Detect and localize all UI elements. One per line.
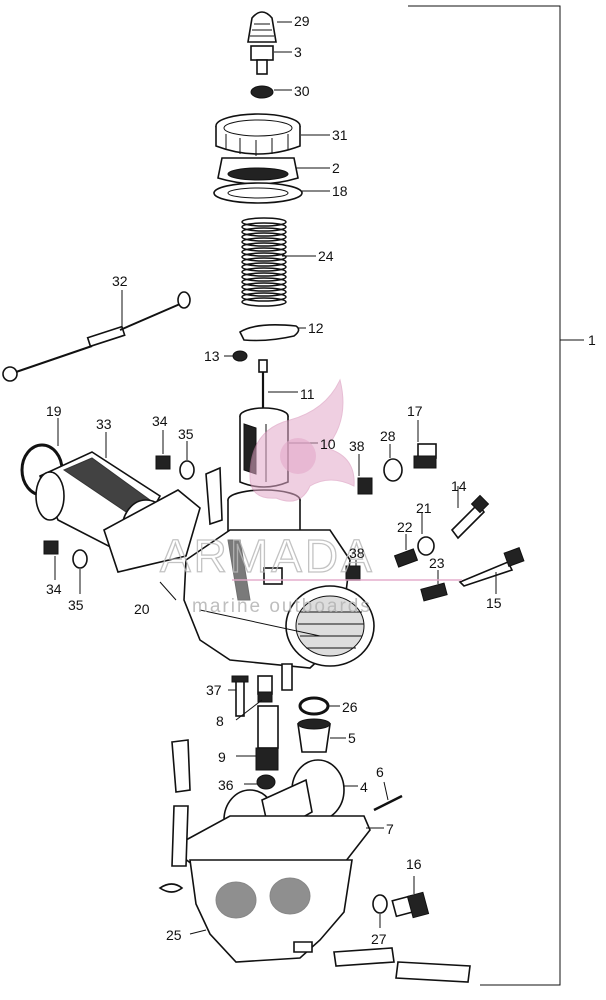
part-16-drain-screw bbox=[391, 891, 430, 919]
callout-c35a: 35 bbox=[178, 426, 194, 442]
part-2-top bbox=[217, 157, 299, 185]
carburetor-body bbox=[183, 466, 375, 691]
hose-clip bbox=[158, 883, 184, 893]
part-27-washer bbox=[372, 894, 388, 914]
callout-c13: 13 bbox=[204, 348, 220, 364]
part-14-screw bbox=[450, 494, 490, 540]
callout-c27: 27 bbox=[371, 931, 387, 947]
watermark: ARMADA marine outboards bbox=[159, 378, 462, 617]
callout-c33: 33 bbox=[96, 416, 112, 432]
callout-c38b: 38 bbox=[349, 545, 365, 561]
callout-c12: 12 bbox=[308, 320, 324, 336]
callout-c34a: 34 bbox=[152, 413, 168, 429]
part-22-spring bbox=[393, 548, 419, 568]
callout-c11: 11 bbox=[300, 386, 315, 402]
callout-c30: 30 bbox=[294, 83, 310, 99]
part-12-plate bbox=[238, 324, 300, 342]
part-34-screw-lower bbox=[43, 540, 59, 555]
callout-c23: 23 bbox=[429, 555, 445, 571]
watermark-name: ARMADA bbox=[160, 530, 375, 582]
callout-c36: 36 bbox=[218, 777, 234, 793]
part-25-float-bowl bbox=[189, 859, 353, 963]
callout-c2: 2 bbox=[332, 160, 340, 176]
part-11-needle bbox=[258, 359, 268, 412]
callout-c34b: 34 bbox=[46, 581, 62, 597]
part-23-spring bbox=[420, 582, 448, 602]
callout-c18: 18 bbox=[332, 183, 348, 199]
part-30-nut bbox=[250, 85, 274, 99]
part-6-pin bbox=[373, 794, 403, 812]
callout-c16: 16 bbox=[406, 856, 422, 872]
callout-c5: 5 bbox=[348, 730, 356, 746]
part-3-adjuster bbox=[250, 45, 274, 75]
callout-c25: 25 bbox=[166, 927, 182, 943]
callout-c8: 8 bbox=[216, 713, 224, 729]
callout-c19: 19 bbox=[46, 403, 62, 419]
callout-c21: 21 bbox=[416, 500, 432, 516]
callout-c22: 22 bbox=[397, 519, 413, 535]
callout-c31: 31 bbox=[332, 127, 348, 143]
part-5-float-valve bbox=[297, 718, 331, 753]
callout-c7: 7 bbox=[386, 821, 394, 837]
callout-c6: 6 bbox=[376, 764, 384, 780]
part-21-ring bbox=[417, 536, 435, 556]
callout-c9: 9 bbox=[218, 749, 226, 765]
part-24-spring bbox=[241, 217, 287, 307]
callout-c1: 1 bbox=[588, 332, 596, 348]
part-15-needle-screw bbox=[458, 547, 525, 587]
part-37-bolt bbox=[231, 675, 249, 717]
part-34-screw-upper bbox=[155, 455, 171, 470]
callout-c26: 26 bbox=[342, 699, 358, 715]
drain-hose-right bbox=[333, 947, 471, 983]
part-29-cap bbox=[247, 11, 277, 43]
assembly-bracket bbox=[408, 5, 561, 986]
callout-c10: 10 bbox=[320, 436, 336, 452]
drain-hose-left bbox=[171, 739, 191, 867]
callout-c15: 15 bbox=[486, 595, 502, 611]
part-35-washer-upper bbox=[179, 460, 195, 480]
part-36-washer bbox=[256, 774, 276, 790]
callout-c3: 3 bbox=[294, 44, 302, 60]
callout-c29: 29 bbox=[294, 13, 310, 29]
part-20-insulator bbox=[103, 489, 201, 573]
part-26-oring bbox=[298, 696, 330, 716]
part-8-main-jet bbox=[257, 675, 273, 703]
part-32-cable bbox=[2, 291, 191, 382]
callout-c14: 14 bbox=[451, 478, 467, 494]
callout-c37: 37 bbox=[206, 682, 222, 698]
callout-c20: 20 bbox=[134, 601, 150, 617]
watermark-logo-dot-icon bbox=[280, 438, 316, 474]
part-28-washer bbox=[383, 458, 403, 482]
part-9-needle-jet bbox=[255, 705, 279, 771]
callout-c17: 17 bbox=[407, 403, 423, 419]
part-17-plug bbox=[413, 443, 437, 469]
callout-c35b: 35 bbox=[68, 597, 84, 613]
callout-c28: 28 bbox=[380, 428, 396, 444]
part-13-clip bbox=[232, 350, 248, 362]
callout-c24: 24 bbox=[318, 248, 334, 264]
watermark-tagline: marine outboards bbox=[192, 596, 372, 617]
part-38-screw-upper bbox=[357, 477, 373, 495]
part-35-washer-lower bbox=[72, 549, 88, 569]
callout-c38a: 38 bbox=[349, 438, 365, 454]
part-31-top-ring bbox=[215, 113, 301, 156]
callout-c32: 32 bbox=[112, 273, 128, 289]
callout-c4: 4 bbox=[360, 779, 368, 795]
part-18-gasket bbox=[213, 182, 303, 204]
